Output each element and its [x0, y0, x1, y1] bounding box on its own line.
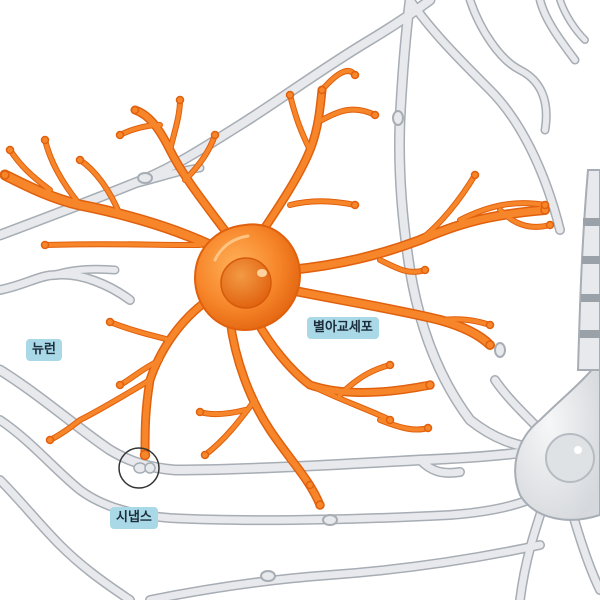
neuron-axon: [576, 169, 600, 371]
synapse-label: 시냅스: [110, 507, 158, 529]
astrocyte-nucleus: [220, 257, 272, 309]
neuron-soma: [514, 358, 600, 521]
synapse-marker: [118, 447, 160, 489]
astrocyte-endfeet: [0, 70, 555, 510]
astrocyte-label: 별아교세포: [307, 317, 379, 339]
synapse-circle-icon: [118, 447, 160, 489]
astrocyte: [0, 68, 555, 510]
neuron-label: 뉴런: [26, 339, 62, 361]
neuron-nodes: [137, 110, 506, 582]
astrocyte-soma: [193, 223, 302, 332]
